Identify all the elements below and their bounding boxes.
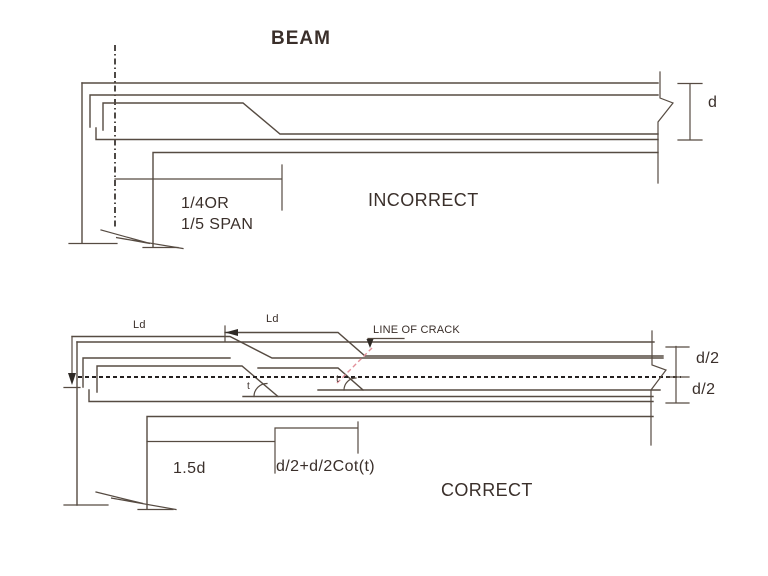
ld-right-arrowhead (225, 329, 238, 336)
crack-leader-arrowhead (366, 339, 374, 348)
half-depth-top-label: d/2 (696, 350, 719, 367)
beam-title: BEAM (271, 28, 331, 49)
incorrect-detail: BEAM INCORRECT 1/4OR 1/5 SPAN d (68, 28, 717, 250)
ld-left-arrowhead (68, 373, 76, 385)
crack-line (335, 347, 373, 385)
support-break-symbol (100, 229, 184, 250)
lower-bar (95, 127, 659, 141)
ld-left-label: Ld (133, 319, 146, 331)
support-offset-dim-label: 1.5d (173, 460, 206, 477)
cutoff-bar-bent-down (102, 102, 659, 135)
bottom-bar (88, 389, 654, 403)
ld-right-label: Ld (266, 313, 279, 325)
depth-dimension-line (677, 82, 703, 141)
beam-break-line (650, 330, 667, 446)
crack-callout-label: LINE OF CRACK (373, 324, 460, 336)
beam-break-line (657, 71, 674, 184)
support-break-symbol (95, 491, 177, 511)
bend-angle-arc-right (343, 377, 357, 391)
span-dim-label-line1: 1/4OR (181, 195, 229, 212)
cutoff-dimension-lines (146, 421, 359, 474)
top-bar-with-hook (89, 94, 659, 128)
beam-soffit-and-support-face (146, 415, 654, 510)
correct-caption: CORRECT (441, 480, 533, 500)
ground-line (63, 504, 174, 511)
half-depth-bottom-label: d/2 (692, 381, 715, 398)
half-depth-dimension-line (665, 345, 690, 404)
ground-line (68, 242, 179, 249)
hooked-top-bar (82, 357, 231, 388)
bar-bent-down-right (257, 367, 364, 391)
depth-dim-label: d (708, 94, 717, 111)
bend-offset-dim-label: d/2+d/2Cot(t) (276, 458, 375, 475)
span-dimension-line (114, 164, 283, 211)
angle-label-left: t (247, 381, 250, 392)
bent-up-bar-1 (71, 335, 664, 359)
angle-label-right: t (336, 374, 339, 385)
correct-detail: Ld Ld LINE OF CRACK t t d/2 d/2 1.5d d/2… (63, 313, 719, 511)
hooked-bar-bent-down-left (96, 365, 279, 398)
bent-up-bar-2 (224, 331, 664, 357)
bend-angle-arc-left (253, 382, 268, 398)
incorrect-caption: INCORRECT (368, 190, 479, 210)
span-dim-label-line2: 1/5 SPAN (181, 216, 253, 233)
beam-soffit-and-support-face (152, 151, 659, 248)
